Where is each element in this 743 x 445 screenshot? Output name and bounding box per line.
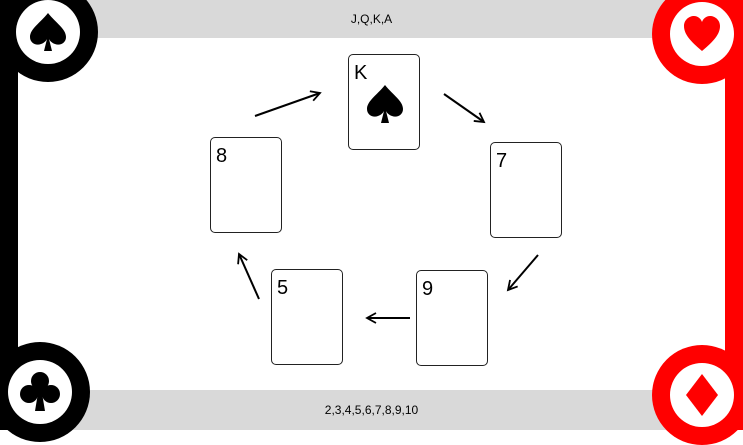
arrow-8-to-k [254,90,322,117]
footer-text: 2,3,4,5,6,7,8,9,10 [324,403,419,417]
card-nine: 9 [416,270,488,366]
arrow-7-to-9 [506,254,539,292]
card-rank: 5 [277,277,289,299]
diamond-icon [686,374,718,416]
heart-corner-badge [652,0,743,84]
card-eight: 8 [210,137,282,233]
arrow-5-to-8 [237,252,260,300]
diamond-corner-badge [652,345,743,445]
card-five: 5 [271,269,343,365]
card-rank: K [354,62,368,84]
spade-icon [30,13,66,51]
card-rank: 7 [496,150,508,172]
right-border [725,0,743,430]
spade-corner-badge [0,0,98,82]
footer-band: 2,3,4,5,6,7,8,9,10 [0,390,743,430]
header-text: J,Q,K,A [350,12,393,26]
club-corner-badge [0,342,90,442]
card-rank: 9 [422,278,434,300]
arrow-k-to-7 [443,93,486,124]
cycle-arrows [237,90,539,324]
spade-icon [367,85,403,123]
heart-icon [684,16,720,51]
club-icon [20,372,60,411]
left-border [0,0,18,430]
card-rank: 8 [216,145,228,167]
card-king: K [348,54,420,150]
card-seven: 7 [490,142,562,238]
header-band: J,Q,K,A [0,0,743,38]
